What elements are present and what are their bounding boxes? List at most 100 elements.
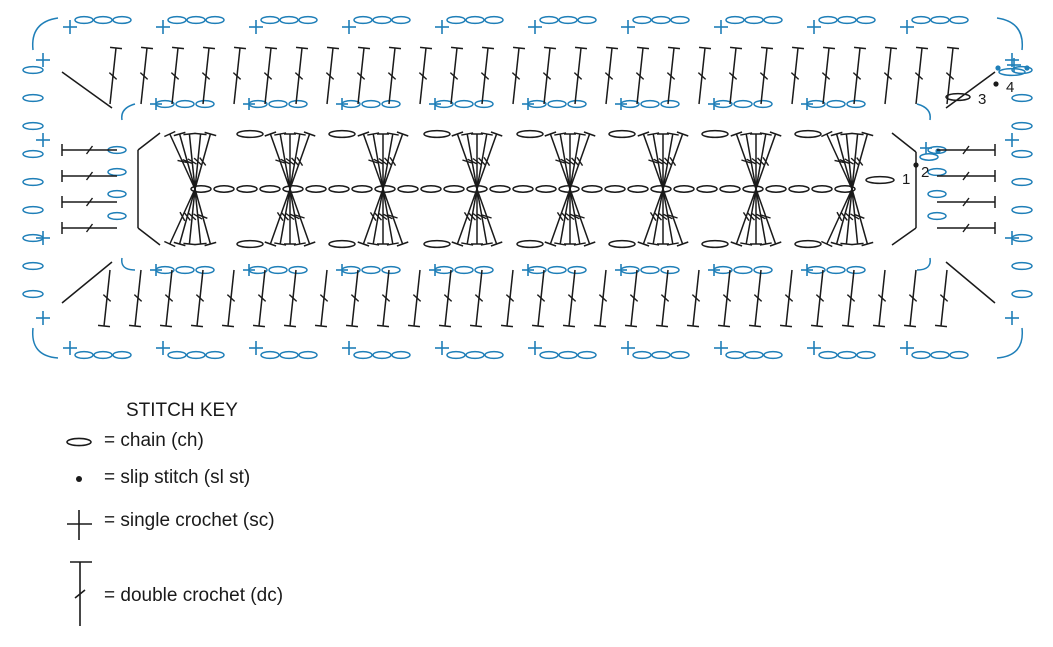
double-crochet-stitch bbox=[569, 132, 586, 190]
double-crochet-stitch bbox=[830, 131, 853, 190]
chain-stitch bbox=[205, 350, 225, 360]
dc-top-bar bbox=[903, 324, 917, 328]
single-crochet-icon bbox=[67, 510, 92, 540]
dc-slash bbox=[85, 223, 94, 233]
dc-top-bar bbox=[717, 324, 731, 328]
dc-top-bar bbox=[264, 131, 277, 137]
dc-top-bar bbox=[326, 46, 340, 50]
dc-slash bbox=[784, 294, 794, 302]
chain-stitch bbox=[22, 93, 44, 103]
dc-slash bbox=[962, 197, 970, 207]
dc-slash bbox=[477, 213, 487, 220]
chain-stitch bbox=[865, 175, 895, 185]
double-crochet-stitch bbox=[841, 269, 856, 328]
double-crochet-stitch bbox=[662, 132, 679, 190]
double-crochet-stitch bbox=[289, 132, 306, 190]
dc-slash bbox=[667, 214, 678, 219]
dc-top-bar bbox=[388, 46, 402, 50]
dc-slash bbox=[751, 157, 761, 166]
chain-stitch bbox=[927, 167, 947, 177]
chain-stitch bbox=[22, 289, 44, 299]
dc-slash bbox=[722, 294, 732, 302]
corner-chain bbox=[916, 257, 931, 271]
double-crochet-stitch bbox=[61, 222, 117, 234]
double-crochet-stitch bbox=[61, 144, 117, 156]
dc-top-bar bbox=[583, 131, 596, 137]
dc-top-bar bbox=[303, 241, 316, 247]
dc-slash bbox=[319, 294, 329, 302]
chain-stitch bbox=[374, 185, 396, 193]
single-crochet-stitch bbox=[807, 341, 821, 355]
dc-slash bbox=[85, 145, 94, 155]
dc-slash bbox=[834, 159, 845, 164]
dc-top-bar bbox=[264, 46, 278, 50]
chain-stitch bbox=[788, 185, 810, 193]
crochet-chart: 1 2 3 4 bbox=[22, 15, 1033, 360]
dc-top-bar bbox=[171, 46, 185, 50]
double-crochet-stitch bbox=[61, 170, 117, 182]
chain-stitch bbox=[794, 239, 822, 249]
double-crochet-stitch bbox=[934, 269, 949, 328]
dc-top-bar bbox=[676, 131, 689, 137]
slip-stitch bbox=[993, 81, 999, 87]
double-crochet-stitch bbox=[914, 46, 929, 105]
double-crochet-stitch bbox=[542, 46, 557, 105]
double-crochet-stitch bbox=[377, 189, 389, 245]
double-crochet-stitch bbox=[810, 269, 825, 328]
dc-slash bbox=[844, 158, 854, 165]
single-crochet-stitch bbox=[714, 341, 728, 355]
dc-slash bbox=[852, 72, 862, 80]
chain-stitch bbox=[701, 239, 729, 249]
dc-top-bar bbox=[233, 46, 247, 50]
double-crochet-stitch bbox=[730, 188, 757, 247]
single-crochet-stitch bbox=[150, 264, 162, 276]
dc-top-bar bbox=[841, 324, 855, 328]
double-crochet-stitch bbox=[937, 196, 996, 208]
single-crochet-stitch bbox=[1007, 58, 1021, 72]
dc-top-bar bbox=[759, 132, 772, 136]
dc-slash bbox=[164, 294, 174, 302]
double-crochet-stitch bbox=[449, 46, 464, 105]
dc-slash bbox=[836, 211, 843, 222]
single-crochet-stitch bbox=[714, 20, 728, 34]
dc-top-bar bbox=[396, 131, 409, 137]
dc-slash bbox=[467, 158, 477, 165]
double-crochet-stitch bbox=[637, 188, 664, 247]
dc-top-bar bbox=[264, 241, 277, 247]
corner-chain bbox=[121, 103, 136, 121]
double-crochet-stitch bbox=[500, 269, 515, 328]
dc-slash bbox=[257, 294, 267, 302]
double-crochet-stitch bbox=[284, 189, 296, 245]
double-crochet-stitch bbox=[382, 131, 409, 190]
dc-slash bbox=[139, 72, 149, 80]
double-crochet-stitch bbox=[289, 188, 306, 246]
dc-slash bbox=[570, 157, 579, 166]
single-crochet-stitch bbox=[1005, 133, 1019, 147]
chain-stitch bbox=[446, 350, 466, 360]
chain-stitch bbox=[107, 167, 127, 177]
dc-top-bar bbox=[729, 46, 743, 50]
dc-top-bar bbox=[830, 241, 843, 247]
single-crochet-stitch bbox=[1005, 231, 1019, 245]
dc-top-bar bbox=[543, 46, 557, 50]
dc-top-bar bbox=[283, 324, 297, 328]
double-crochet-stitch bbox=[438, 269, 453, 328]
double-crochet-stitch bbox=[755, 188, 782, 247]
single-crochet-stitch bbox=[342, 341, 356, 355]
chain-stitch bbox=[818, 15, 838, 25]
single-crochet-stitch bbox=[36, 133, 50, 147]
double-crochet-stitch bbox=[755, 132, 772, 190]
corner-chain bbox=[996, 17, 1024, 51]
dc-top-bar bbox=[173, 131, 186, 137]
chain-stitch bbox=[604, 185, 626, 193]
double-crochet-stitch bbox=[451, 188, 478, 247]
double-crochet-stitch bbox=[569, 188, 586, 246]
double-crochet-stitch bbox=[382, 132, 399, 190]
dc-slash bbox=[821, 72, 831, 80]
dc-top-bar bbox=[637, 131, 650, 137]
dc-top-bar bbox=[884, 46, 898, 50]
chain-stitch bbox=[205, 15, 225, 25]
dc-slash bbox=[183, 212, 191, 221]
double-crochet-stitch bbox=[193, 188, 207, 246]
dc-top-bar bbox=[183, 132, 196, 136]
